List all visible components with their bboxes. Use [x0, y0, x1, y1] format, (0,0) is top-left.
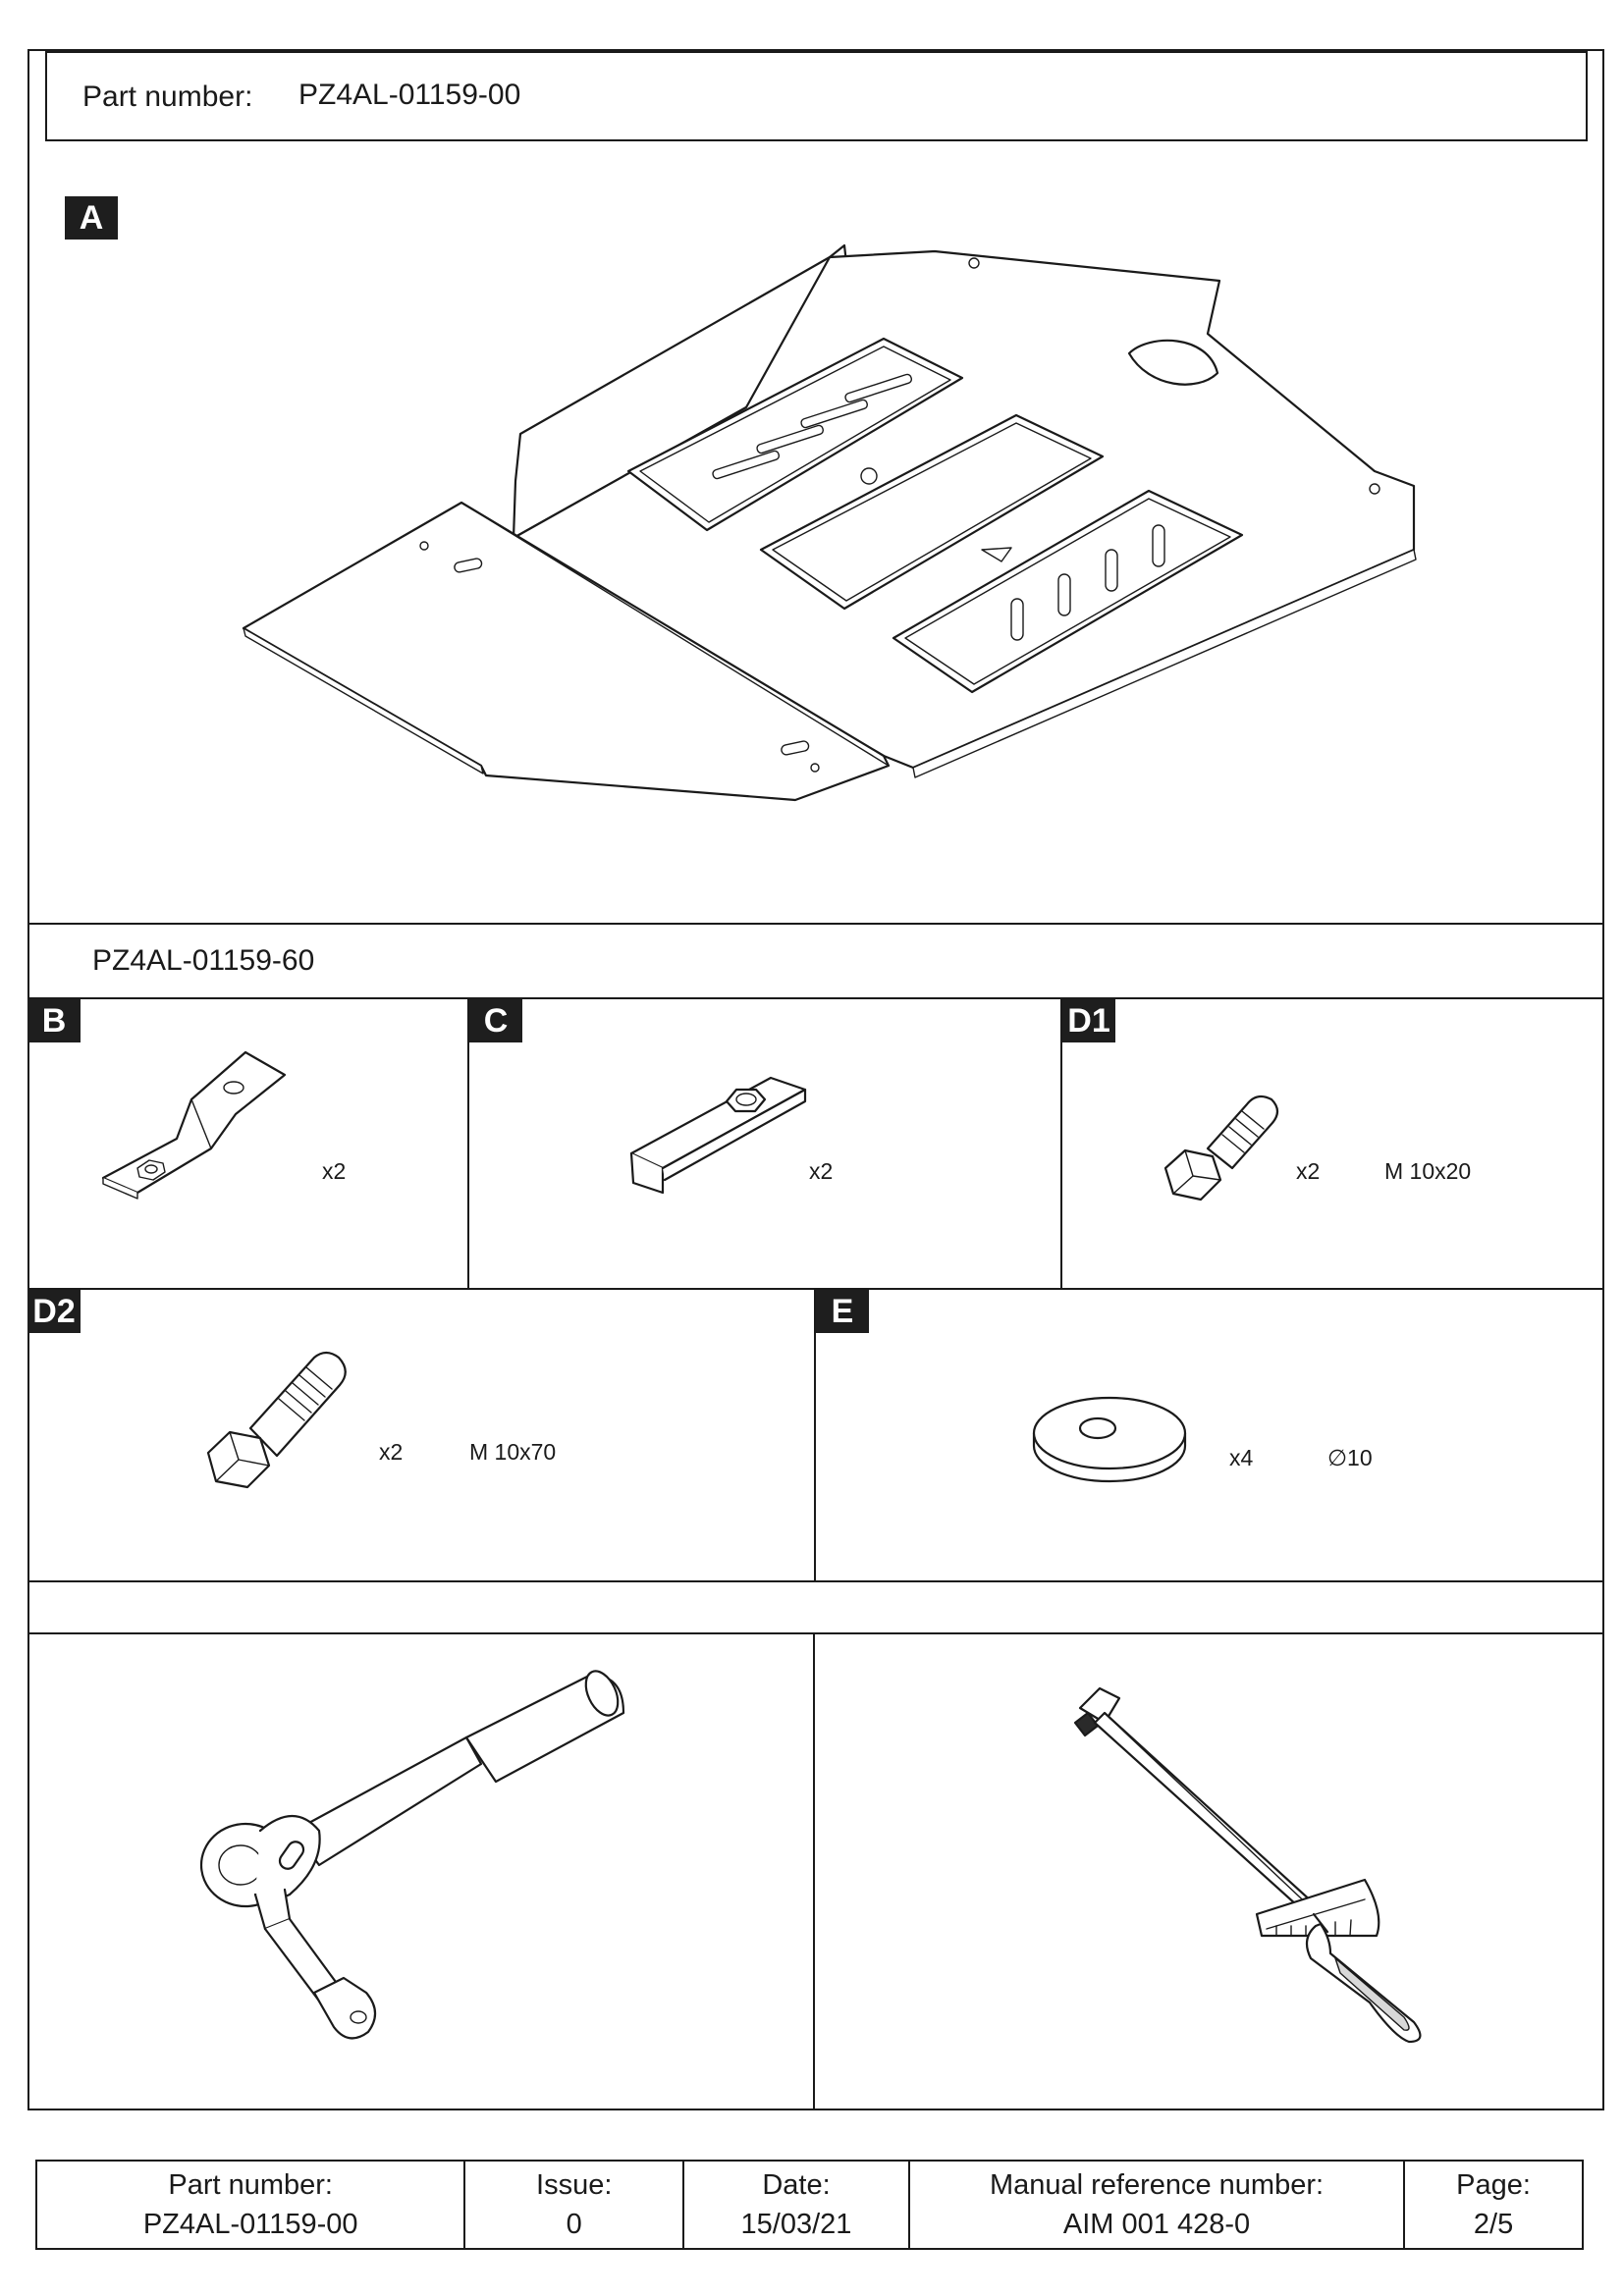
footer-table: Part number: PZ4AL-01159-00 Issue: 0 Dat…: [34, 2160, 1584, 2250]
footer-manual-reference: Manual reference number: AIM 001 428-0: [907, 2160, 1406, 2250]
footer-manual-label: Manual reference number:: [989, 2169, 1325, 2201]
qty-b: x2: [322, 1158, 347, 1184]
footer-part-number: Part number: PZ4AL-01159-00: [34, 2160, 466, 2250]
footer-page-value: 2/5: [1473, 2209, 1514, 2240]
qty-e: x4: [1229, 1445, 1254, 1470]
part-label-b: B: [27, 999, 81, 1042]
bracket-icon: [101, 1050, 287, 1200]
footer-date-value: 15/03/21: [740, 2209, 852, 2240]
page-frame: [27, 49, 1604, 2110]
skid-plate-icon: [242, 243, 1417, 802]
footer-page: Page: 2/5: [1403, 2160, 1584, 2250]
footer-part-number-label: Part number:: [168, 2169, 333, 2201]
footer-date: Date: 15/03/21: [682, 2160, 910, 2250]
part-label-c: C: [469, 999, 522, 1042]
bolt-m10x20-icon: [1163, 1095, 1279, 1201]
bolt-m10x70-icon: [206, 1351, 347, 1489]
qty-d1: x2: [1296, 1158, 1321, 1184]
footer-issue-value: 0: [566, 2209, 582, 2240]
footer-page-label: Page:: [1456, 2169, 1531, 2201]
washer-icon: [1032, 1396, 1187, 1483]
footer-date-label: Date:: [762, 2169, 831, 2201]
header-part-number-value: PZ4AL-01159-00: [298, 79, 521, 111]
ratchet-wrench-icon: [199, 1670, 625, 2040]
divider: [813, 1632, 815, 2110]
footer-issue: Issue: 0: [463, 2160, 685, 2250]
part-label-e: E: [816, 1290, 869, 1333]
divider: [814, 1288, 816, 1580]
qty-d2: x2: [379, 1439, 404, 1465]
divider: [467, 997, 469, 1288]
divider: [27, 1580, 1604, 1582]
part-label-a: A: [65, 196, 118, 240]
part-label-d1: D1: [1062, 999, 1115, 1042]
spec-e: ∅10: [1327, 1445, 1373, 1470]
clamp-plate-icon: [629, 1076, 807, 1195]
footer-manual-value: AIM 001 428-0: [1062, 2209, 1251, 2240]
divider: [27, 997, 1604, 999]
footer-part-number-value: PZ4AL-01159-00: [142, 2209, 358, 2240]
torque-wrench-icon: [1073, 1686, 1422, 2044]
qty-c: x2: [809, 1158, 834, 1184]
part-label-d2: D2: [27, 1290, 81, 1333]
spec-d2: M 10x70: [469, 1439, 557, 1465]
divider: [27, 1288, 1604, 1290]
header-part-number-label: Part number:: [82, 80, 253, 113]
divider: [27, 923, 1604, 925]
divider: [27, 1632, 1604, 1634]
spec-d1: M 10x20: [1384, 1158, 1472, 1184]
divider: [1060, 997, 1062, 1288]
footer-issue-label: Issue:: [536, 2169, 613, 2201]
kit-number: PZ4AL-01159-60: [92, 944, 315, 977]
header-box: [45, 51, 1588, 141]
